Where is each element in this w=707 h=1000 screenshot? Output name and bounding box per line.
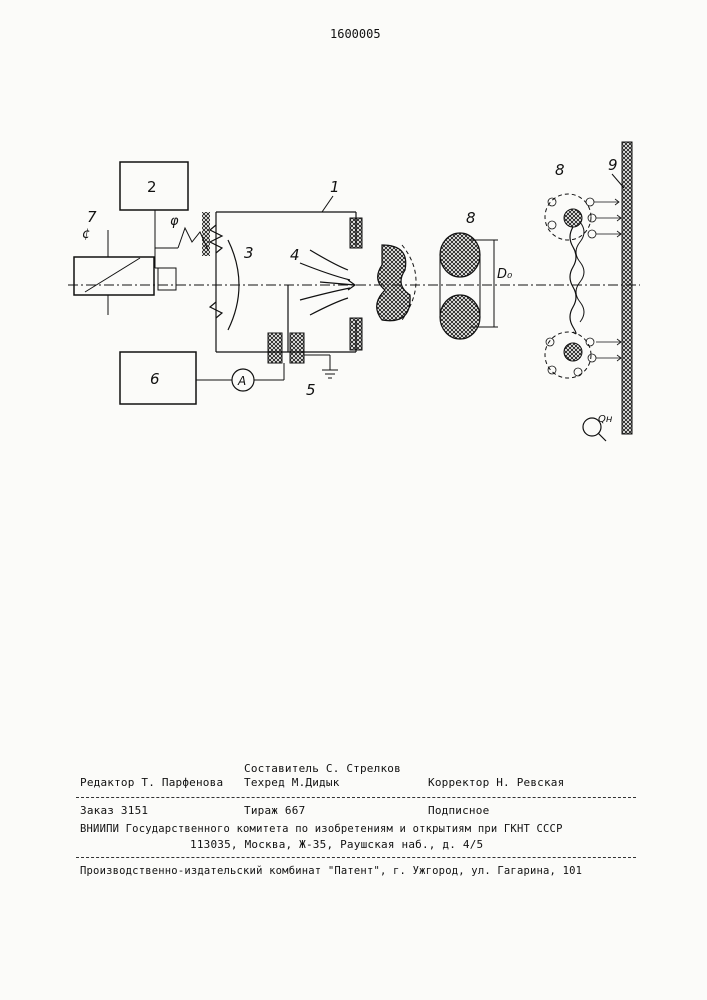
label-8a: 8 xyxy=(466,209,476,227)
label-qn: Qн xyxy=(598,414,613,425)
label-1: 1 xyxy=(330,178,340,196)
torus-droplet xyxy=(440,233,480,339)
droplet-forming xyxy=(377,245,416,321)
label-7: 7 xyxy=(87,208,97,226)
label-3: 3 xyxy=(244,244,254,262)
order-line: Заказ 3151 xyxy=(80,804,148,817)
divider-2 xyxy=(76,857,636,858)
techred-line: Техред М.Дидык xyxy=(244,776,340,789)
chamber-1 xyxy=(210,212,356,352)
ammeter-label: A xyxy=(237,374,246,388)
corrector-line: Корректор Н. Ревская xyxy=(428,776,564,789)
block-7 xyxy=(74,257,154,295)
publisher-line: Производственно-издательский комбинат "П… xyxy=(80,865,582,877)
label-2: 2 xyxy=(147,178,157,196)
patent-figure: 2 φ 7 ¢ 1 3 4 xyxy=(0,130,707,580)
label-phi: φ xyxy=(170,214,179,229)
institute-line: ВНИИПИ Государственного комитета по изоб… xyxy=(80,823,563,835)
label-5: 5 xyxy=(306,381,316,399)
print-run-line: Тираж 667 xyxy=(244,804,305,817)
target-surface-9 xyxy=(622,142,632,434)
electrode-5a xyxy=(268,333,282,363)
label-9: 9 xyxy=(608,156,618,174)
divider-1 xyxy=(76,797,636,798)
charges xyxy=(546,198,621,376)
electrode-5b xyxy=(290,333,304,363)
subscription-line: Подписное xyxy=(428,804,489,817)
compiler-line: Составитель С. Стрелков xyxy=(244,762,401,775)
address-line: 113035, Москва, Ж-35, Раушская наб., д. … xyxy=(190,838,483,851)
label-d0: D₀ xyxy=(497,267,513,282)
label-4: 4 xyxy=(290,246,300,264)
editor-line: Редактор Т. Парфенова xyxy=(80,776,223,789)
target-assembly xyxy=(545,194,591,378)
document-number: 1600005 xyxy=(330,27,381,41)
label-6: 6 xyxy=(150,370,160,388)
label-phi-c: ¢ xyxy=(82,227,90,242)
label-8b: 8 xyxy=(555,161,565,179)
